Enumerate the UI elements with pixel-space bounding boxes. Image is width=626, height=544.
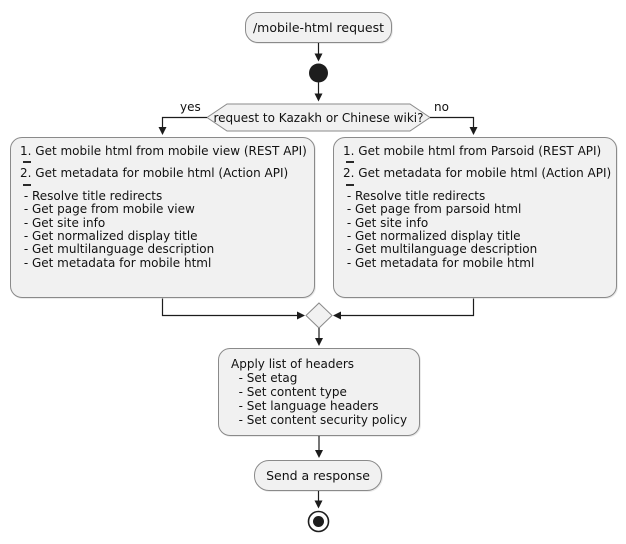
activity-line: - Get multilanguage description <box>20 242 215 257</box>
activity-line: - Set etag <box>231 371 298 385</box>
send-response-node: Send a response <box>254 460 382 491</box>
right-branch-box: 1. Get mobile html from Parsoid (REST AP… <box>333 137 617 298</box>
activity-line: - Resolve title redirects <box>343 188 486 203</box>
activity-line: - Set content security policy <box>231 413 408 427</box>
activity-line: 1. Get mobile html from mobile view (RES… <box>20 144 307 158</box>
activity-line: 2. Get metadata for mobile html (Action … <box>20 166 289 181</box>
end-node-dot <box>313 516 324 527</box>
activity-line: - Get metadata for mobile html <box>20 255 212 270</box>
activity-line: - Get site info <box>20 215 106 230</box>
activity-line: - Set content type <box>231 385 347 399</box>
request-node: /mobile-html request <box>245 12 392 43</box>
merge-diamond <box>305 302 333 329</box>
activity-line: 1. Get mobile html from Parsoid (REST AP… <box>343 144 602 158</box>
start-node <box>309 63 328 83</box>
decision-question: request to Kazakh or Chinese wiki? <box>213 110 424 125</box>
activity-line: - Resolve title redirects <box>20 188 163 203</box>
activity-line: Apply list of headers <box>231 357 355 371</box>
separator-dash <box>23 183 31 186</box>
yes-label: yes <box>180 100 201 114</box>
activity-line: - Get metadata for mobile html <box>343 255 535 270</box>
activity-line: - Get page from parsoid html <box>343 202 522 217</box>
apply-headers-box: Apply list of headers - Set etag - Set c… <box>218 348 420 436</box>
separator-dash <box>23 161 31 164</box>
activity-line: - Get normalized display title <box>343 229 521 244</box>
request-node-label: /mobile-html request <box>252 20 385 35</box>
send-response-label: Send a response <box>266 468 370 483</box>
edge-yes-branch <box>158 116 207 135</box>
separator-dash <box>346 161 354 164</box>
edge-no-branch <box>430 116 478 135</box>
activity-line: - Get normalized display title <box>20 229 198 244</box>
activity-line: - Set language headers <box>231 399 379 413</box>
separator-dash <box>346 183 354 186</box>
edge-left-to-merge <box>161 298 305 320</box>
edge-right-to-merge <box>333 298 475 320</box>
activity-line: - Get multilanguage description <box>343 242 538 257</box>
no-label: no <box>434 100 449 114</box>
activity-line: - Get site info <box>343 215 429 230</box>
activity-line: 2. Get metadata for mobile html (Action … <box>343 166 612 181</box>
left-branch-box: 1. Get mobile html from mobile view (RES… <box>10 137 315 298</box>
activity-line: - Get page from mobile view <box>20 202 195 217</box>
